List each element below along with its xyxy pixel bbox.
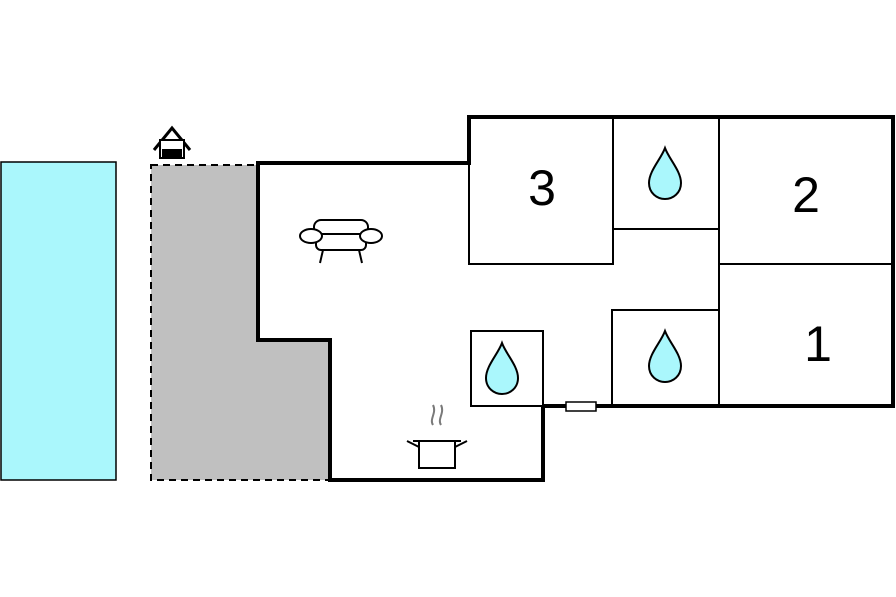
interior-walls xyxy=(468,117,893,406)
cooking-pot-icon xyxy=(406,404,468,469)
room-1-label: 1 xyxy=(804,316,832,372)
room-3-label: 3 xyxy=(528,160,556,216)
water-drop-icon xyxy=(484,340,520,396)
pool-area xyxy=(0,161,117,481)
water-drop-icon xyxy=(647,328,683,384)
house-entrance-icon xyxy=(152,125,192,159)
radiator-icon xyxy=(565,401,597,412)
room-2-label: 2 xyxy=(792,167,820,223)
water-drop-icon xyxy=(647,145,683,201)
sofa-icon xyxy=(299,219,383,264)
